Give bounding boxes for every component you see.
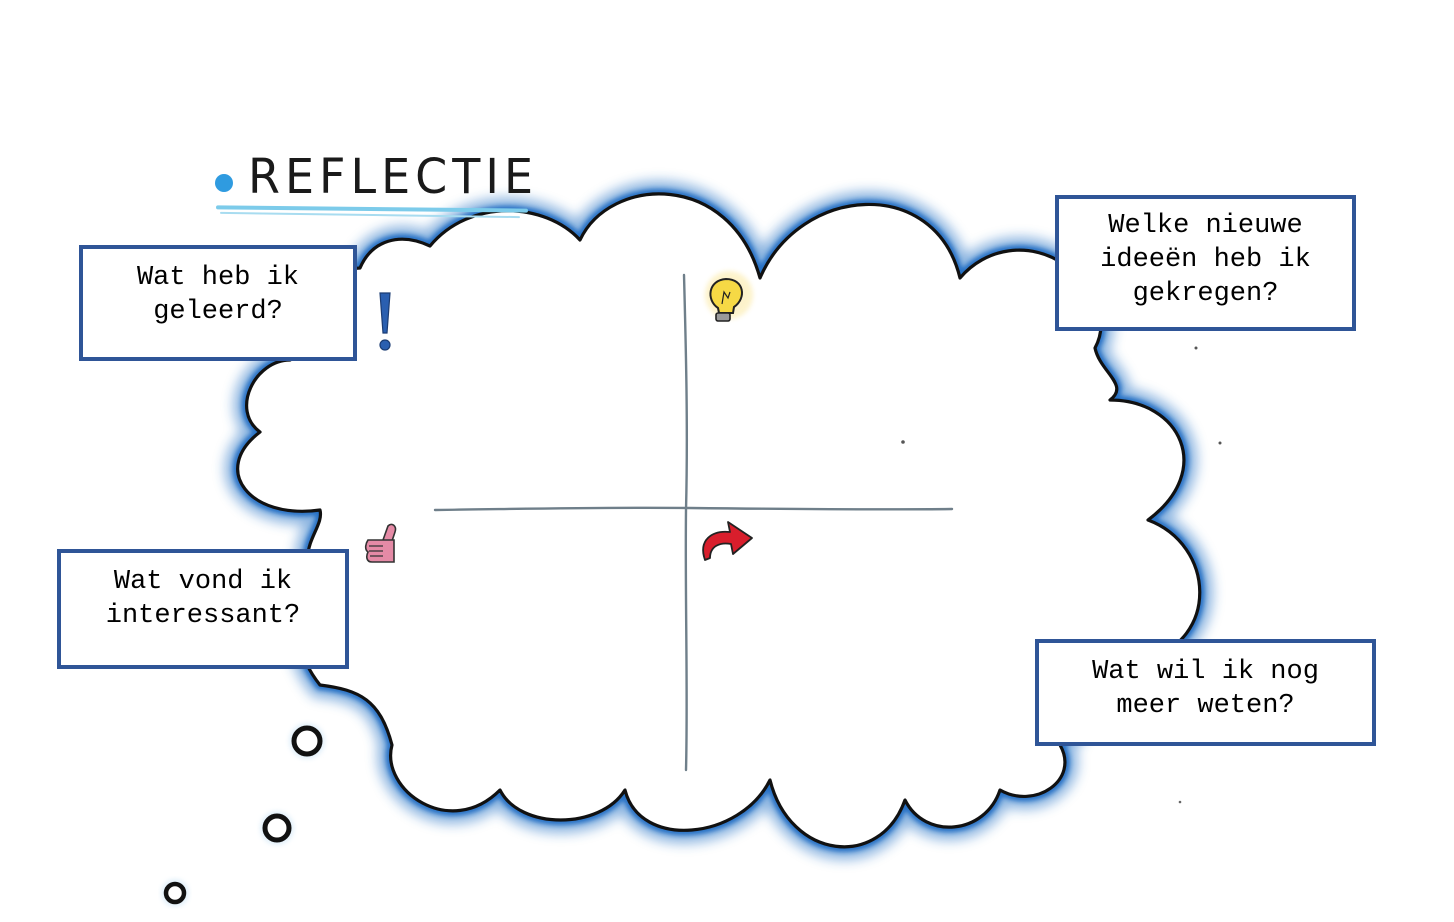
page-title: REFLECTIE <box>248 148 539 205</box>
question-box-want-to-know: Wat wil ik nog meer weten? <box>1035 639 1376 746</box>
speck <box>1194 346 1198 350</box>
question-box-learned: Wat heb ik geleerd? <box>79 245 357 361</box>
trail-bubble-large-ring <box>291 725 323 757</box>
exclamation-icon <box>379 292 391 351</box>
title-bullet <box>215 174 233 192</box>
arrow-shape <box>702 521 753 561</box>
lightbulb-base <box>715 312 731 322</box>
thought-bubble-trail <box>161 723 325 907</box>
lightbulb-icon <box>705 271 753 322</box>
trail-bubble-medium-ring <box>262 813 292 843</box>
vertical-divider <box>682 273 689 772</box>
lightbulb-filament <box>721 290 731 305</box>
speck <box>1218 441 1222 445</box>
trail-bubble-small-ring <box>163 881 187 905</box>
thumb <box>381 523 397 542</box>
thumbs-up-icon <box>364 523 397 563</box>
speck <box>1178 800 1182 804</box>
speck <box>901 440 905 444</box>
horizontal-divider <box>433 506 954 512</box>
exclamation-dot <box>379 339 391 351</box>
exclamation-bar <box>379 292 391 334</box>
thought-cloud <box>224 180 1213 860</box>
arrow-forward-icon <box>702 521 753 561</box>
finger-lines <box>369 545 383 557</box>
paper-specks <box>901 346 1222 804</box>
quadrant-cross <box>433 273 954 772</box>
question-box-new-ideas: Welke nieuwe ideeën heb ik gekregen? <box>1055 195 1356 331</box>
question-box-interesting: Wat vond ik interessant? <box>57 549 349 669</box>
